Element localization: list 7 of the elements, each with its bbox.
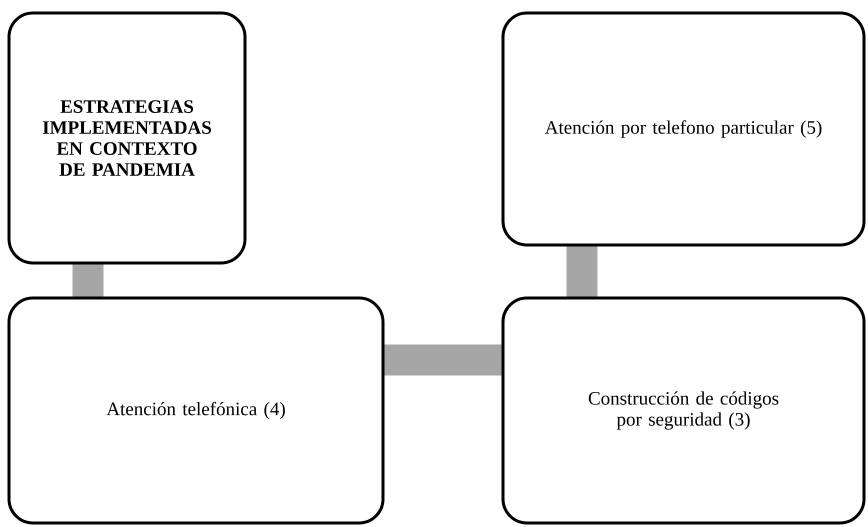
connector-bar [566, 246, 598, 296]
text-box: Atención telefónica (4) [8, 296, 384, 524]
text-box: ESTRATEGIAS IMPLEMENTADAS EN CONTEXTO DE PANDEMIA [8, 12, 246, 264]
text-box: Atención por telefono particular (5) [502, 12, 866, 246]
text-box: Construcción de códigos por seguridad (3) [502, 296, 866, 524]
connector-bar [384, 344, 502, 376]
connector-bar [72, 264, 104, 296]
